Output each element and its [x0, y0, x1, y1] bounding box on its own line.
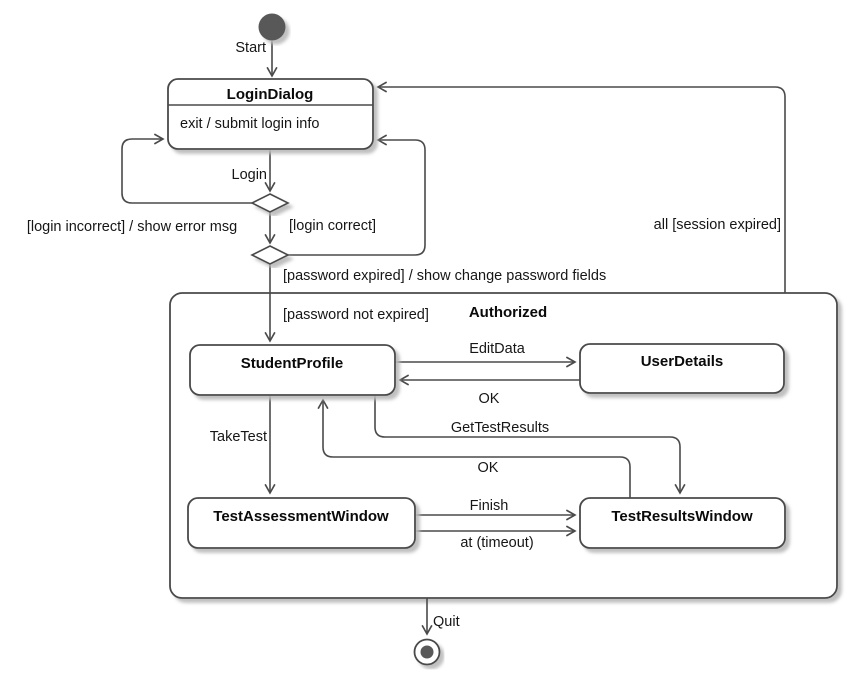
- label-password-not-expired: [password not expired]: [283, 307, 429, 323]
- label-get-test-results: GetTestResults: [451, 420, 549, 436]
- state-student-profile: StudentProfile: [189, 344, 396, 396]
- label-take-test: TakeTest: [210, 429, 267, 445]
- initial-state-dot: [258, 13, 286, 41]
- label-start: Start: [235, 40, 266, 56]
- state-test-assessment-window: TestAssessmentWindow: [187, 497, 416, 549]
- label-ok-user-details: OK: [479, 391, 500, 407]
- label-finish: Finish: [470, 498, 509, 514]
- test-assessment-window-box: [187, 497, 416, 549]
- label-session-expired: all [session expired]: [654, 217, 781, 233]
- label-login-correct: [login correct]: [289, 218, 376, 234]
- state-login-dialog: LoginDialog exit / submit login info: [167, 78, 374, 150]
- initial-state: [258, 13, 286, 41]
- login-dialog-title: LoginDialog: [227, 86, 314, 103]
- transition-session-expired: [376, 81, 786, 293]
- transition-ok-from-test-results: [317, 398, 631, 498]
- final-state: [413, 638, 441, 666]
- test-results-window-box: [579, 497, 786, 549]
- choice-diamond-password: [250, 245, 290, 265]
- student-profile-box: [189, 344, 396, 396]
- transition-get-test-results: [374, 395, 686, 495]
- test-results-window-title: TestResultsWindow: [611, 508, 753, 525]
- label-edit-data: EditData: [469, 341, 526, 357]
- state-test-results-window: TestResultsWindow: [579, 497, 786, 549]
- choice-diamond-login: [250, 193, 290, 213]
- transition-password-expired-loop: [288, 134, 426, 256]
- authorized-title: Authorized: [469, 304, 547, 321]
- label-password-expired: [password expired] / show change passwor…: [283, 268, 606, 284]
- label-at-timeout: at (timeout): [460, 535, 533, 551]
- login-dialog-box: [167, 78, 374, 150]
- transition-login-incorrect-loop: [121, 133, 252, 204]
- user-details-title: UserDetails: [641, 353, 724, 370]
- transition-labels: Start Login [login incorrect] / show err…: [27, 40, 781, 630]
- label-ok-test-results: OK: [478, 460, 499, 476]
- transitions: [121, 41, 786, 636]
- login-dialog-internal-activity: exit / submit login info: [180, 116, 319, 132]
- label-login-incorrect: [login incorrect] / show error msg: [27, 219, 237, 235]
- final-state-dot: [420, 645, 434, 659]
- state-user-details: UserDetails: [579, 343, 785, 394]
- user-details-box: [579, 343, 785, 394]
- label-quit: Quit: [433, 614, 460, 630]
- student-profile-title: StudentProfile: [241, 355, 344, 372]
- test-assessment-window-title: TestAssessmentWindow: [213, 508, 389, 525]
- label-login: Login: [232, 167, 267, 183]
